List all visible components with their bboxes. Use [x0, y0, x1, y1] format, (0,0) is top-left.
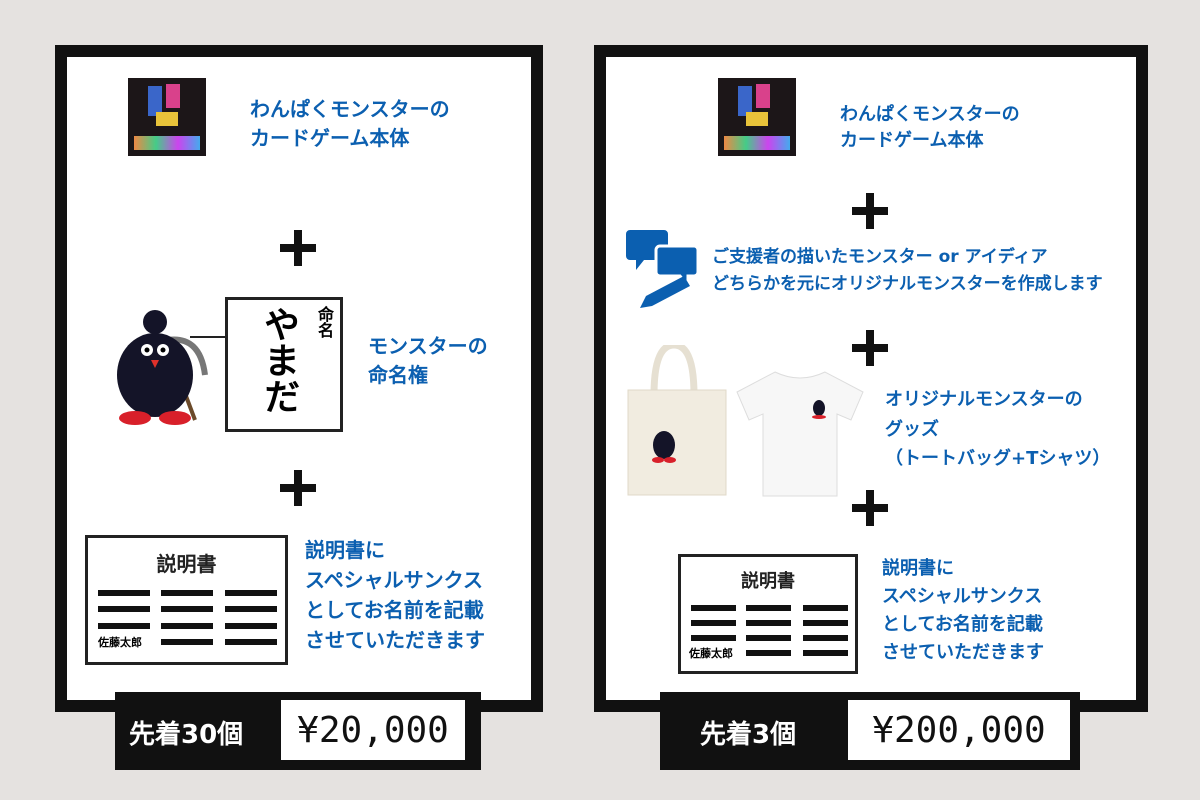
t-shirt-image [736, 371, 864, 497]
manual-sample-name: 佐藤太郎 [98, 636, 142, 649]
goods-description: オリジナルモンスターの グッズ （トートバッグ+Tシャツ） [885, 385, 1110, 474]
text-line: オリジナルモンスターの [885, 389, 1083, 410]
plus-icon [280, 230, 316, 266]
name-card-label: 命名 [315, 306, 334, 338]
text-line: 命名権 [368, 363, 428, 387]
name-card: 命名 やまだ [225, 297, 343, 432]
product-description: わんぱくモンスターの カードゲーム本体 [840, 102, 1020, 154]
text-line: スペシャルサンクス [305, 568, 483, 592]
manual-illustration: 説明書 佐藤太郎 [85, 535, 288, 665]
text-line: わんぱくモンスターの [840, 104, 1020, 125]
manual-sample-name: 佐藤太郎 [689, 647, 733, 660]
plus-icon [280, 470, 316, 506]
text-line: （トートバッグ+Tシャツ） [885, 448, 1111, 470]
price-tag-left: 先着30個 ¥20,000 [115, 692, 481, 770]
manual-title: 説明書 [156, 552, 217, 576]
quantity-limit: 先着30個 [129, 720, 244, 750]
product-description: わんぱくモンスターの カードゲーム本体 [250, 95, 450, 153]
text-line: どちらかを元にオリジナルモンスターを作成します [712, 274, 1103, 295]
text-line: ご支援者の描いたモンスター or アイディア [712, 247, 1048, 267]
naming-description: モンスターの 命名権 [368, 332, 488, 390]
speech-bubbles-pencil-icon [626, 230, 700, 308]
text-line: カードゲーム本体 [840, 130, 984, 152]
name-card-name: やまだ [258, 306, 299, 414]
text-line: カードゲーム本体 [250, 126, 410, 150]
card-game-box-image [718, 78, 796, 156]
text-line: わんぱくモンスターの [250, 97, 450, 121]
price-tag-right: 先着3個 ¥200,000 [660, 692, 1080, 770]
price-amount: ¥20,000 [281, 700, 465, 760]
manual-illustration: 説明書 佐藤太郎 [678, 554, 858, 674]
quantity-limit: 先着3個 [700, 720, 797, 750]
plus-icon [852, 490, 888, 526]
monster-character-image [117, 310, 208, 425]
text-line: としてお名前を記載 [305, 598, 484, 622]
text-line: 説明書に [305, 538, 385, 562]
text-line: させていただきます [305, 628, 485, 652]
plus-icon [852, 193, 888, 229]
text-line: グッズ [885, 418, 939, 440]
thanks-description: 説明書に スペシャルサンクス としてお名前を記載 させていただきます [305, 535, 485, 655]
manual-title: 説明書 [741, 571, 795, 592]
text-line: させていただきます [882, 641, 1044, 663]
thanks-description: 説明書に スペシャルサンクス としてお名前を記載 させていただきます [882, 555, 1044, 667]
text-line: モンスターの [368, 334, 488, 358]
idea-description: ご支援者の描いたモンスター or アイディア どちらかを元にオリジナルモンスター… [712, 244, 1103, 298]
tote-bag-image [627, 345, 727, 496]
text-line: としてお名前を記載 [882, 613, 1043, 635]
text-line: 説明書に [882, 558, 954, 579]
connector-line [190, 336, 226, 338]
text-line: スペシャルサンクス [882, 585, 1043, 607]
plus-icon [852, 330, 888, 366]
card-game-box-image [128, 78, 206, 156]
price-amount: ¥200,000 [848, 700, 1070, 760]
